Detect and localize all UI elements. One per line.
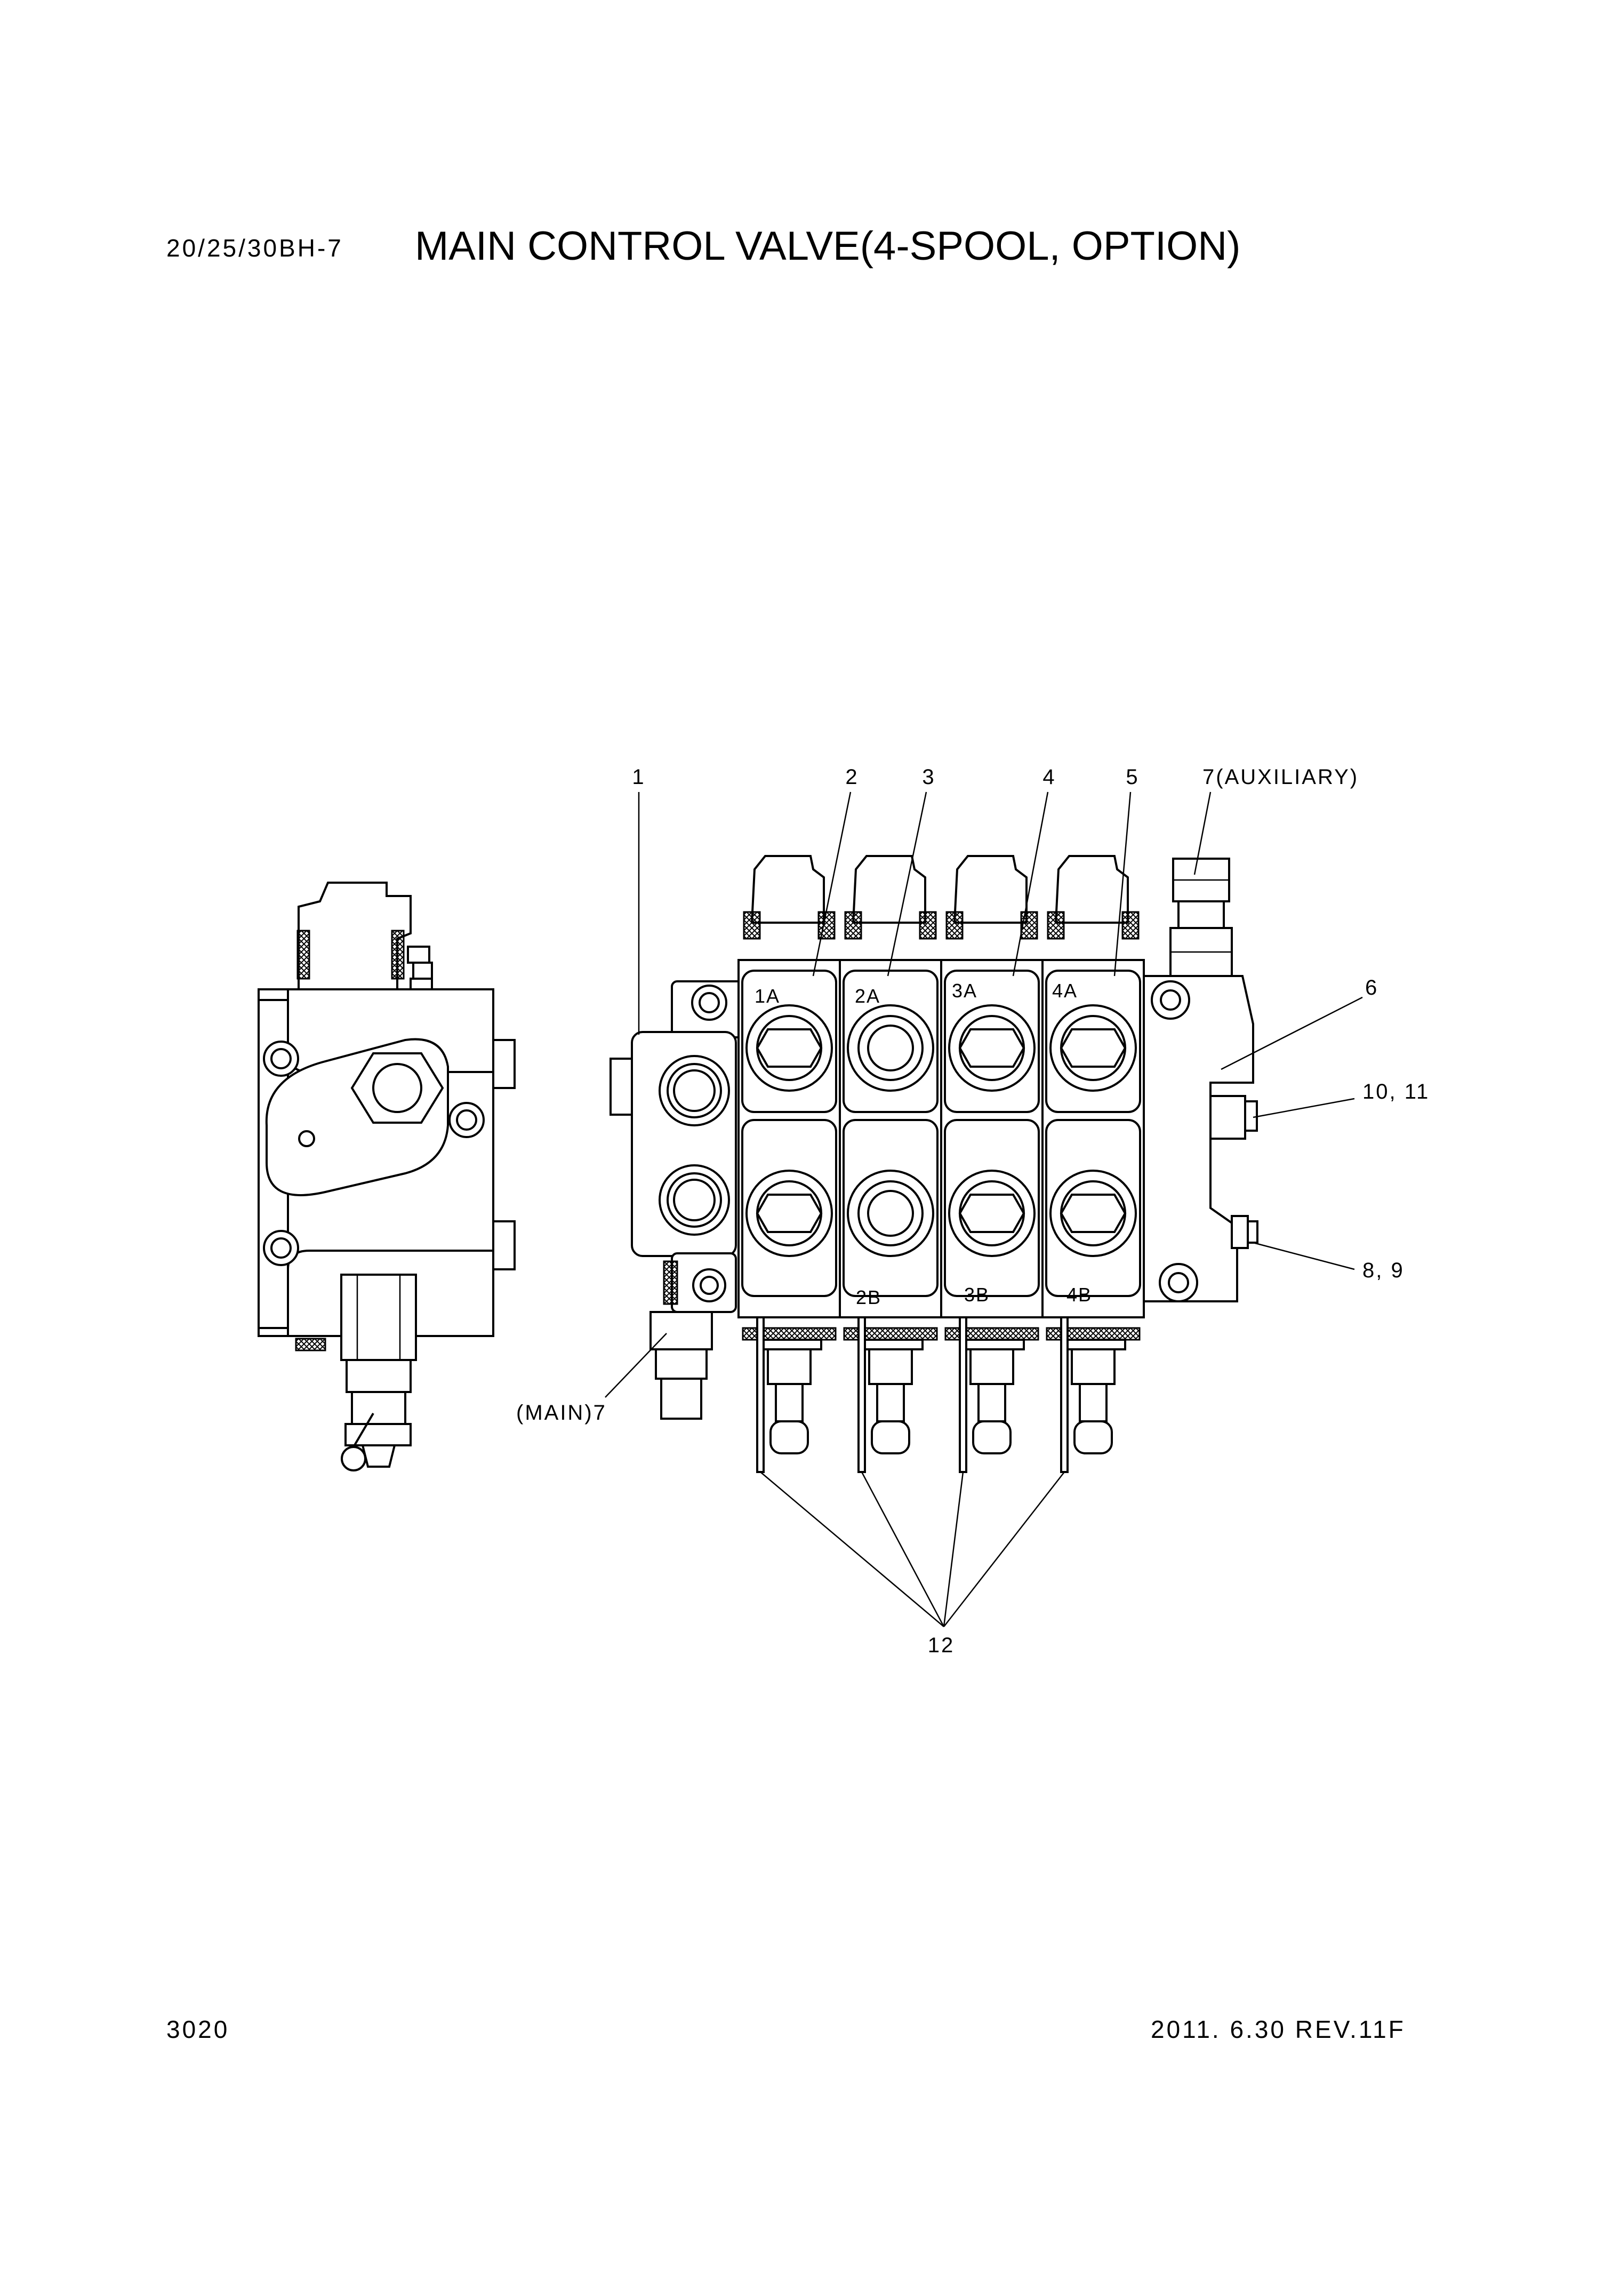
port-label-2a: 2A [855,985,880,1007]
spool-section-1 [737,855,841,1473]
page-number: 3020 [166,2015,230,2043]
spool-section-3 [940,855,1044,1473]
callout-7-auxiliary: 7(AUXILIARY) [1202,765,1359,789]
callout-4: 4 [1042,765,1056,789]
port-label-3b: 3B [964,1284,990,1306]
callout-3: 3 [922,765,935,789]
callout-2: 2 [845,765,859,789]
spool-section-4 [1041,855,1145,1473]
callout-6: 6 [1365,976,1378,999]
port-label-4a: 4A [1052,980,1078,1002]
port-label-3a: 3A [952,980,977,1002]
spool-section-2 [839,855,942,1473]
port-label-2b: 2B [856,1286,881,1308]
callout-8-9: 8, 9 [1362,1259,1405,1282]
port-label-4b: 4B [1066,1284,1092,1306]
callout-1: 1 [632,765,645,789]
callout-12: 12 [928,1634,955,1657]
model-number: 20/25/30BH-7 [166,234,343,262]
page-title: MAIN CONTROL VALVE(4-SPOOL, OPTION) [415,223,1241,269]
callout-10-11: 10, 11 [1362,1080,1430,1103]
leader-lines [605,791,1363,1627]
callout-5: 5 [1126,765,1139,789]
port-label-1a: 1A [755,985,780,1007]
front-view [609,855,1258,1473]
callout-7-main: (MAIN)7 [516,1401,607,1425]
revision-date: 2011. 6.30 REV.11F [1151,2015,1406,2043]
side-view [258,882,516,1471]
